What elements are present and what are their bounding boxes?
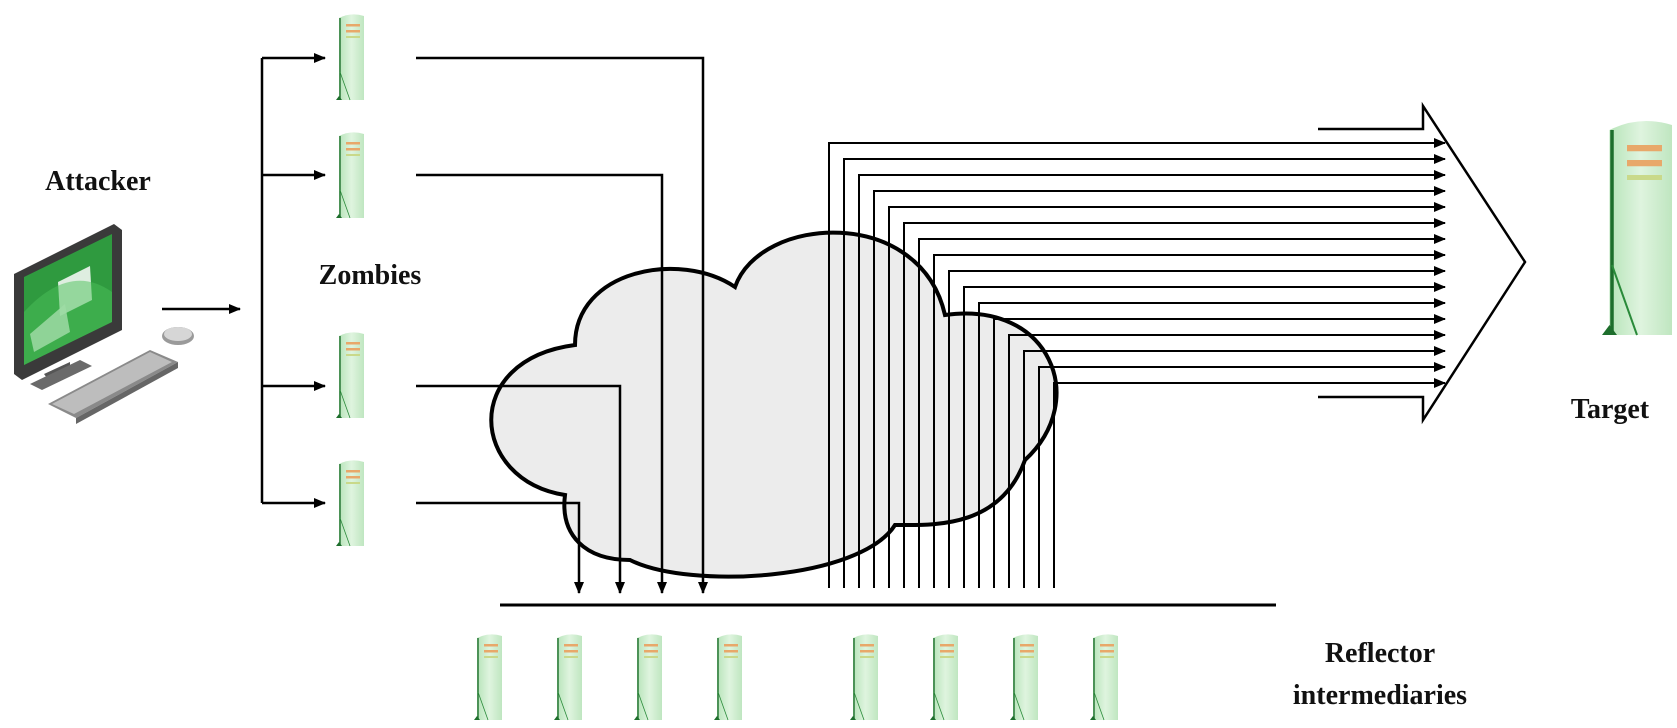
reflected-stream-line bbox=[1039, 367, 1445, 588]
reflector-server-icon bbox=[474, 634, 502, 720]
zombies-label: Zombies bbox=[319, 260, 422, 291]
spoofed-request-line bbox=[416, 503, 579, 593]
computer-icon bbox=[14, 224, 194, 424]
zombie-server-icon bbox=[336, 332, 364, 418]
cloud-icon bbox=[491, 233, 1056, 577]
amplified-flood-arrow bbox=[1318, 106, 1525, 420]
reflector-server-icon bbox=[634, 634, 662, 720]
reflected-stream-line bbox=[1024, 351, 1445, 588]
reflected-stream-line bbox=[994, 319, 1445, 588]
reflector-server-icon bbox=[1090, 634, 1118, 720]
reflected-stream-line bbox=[1054, 383, 1445, 588]
reflector-server-icon bbox=[1010, 634, 1038, 720]
zombie-server-icon bbox=[336, 460, 364, 546]
attacker-label: Attacker bbox=[45, 166, 151, 197]
reflector-server-icon bbox=[714, 634, 742, 720]
reflector-server-icon bbox=[850, 634, 878, 720]
reflector-label-line1: Reflector bbox=[1325, 638, 1435, 669]
reflector-server-icon bbox=[930, 634, 958, 720]
zombie-server-icon bbox=[336, 132, 364, 218]
reflected-stream-line bbox=[1009, 335, 1445, 588]
reflector-server-icon bbox=[554, 634, 582, 720]
reflector-label-line2: intermediaries bbox=[1293, 680, 1467, 711]
target-server-icon bbox=[1602, 121, 1672, 335]
zombie-server-icon bbox=[336, 14, 364, 100]
reflected-stream-line bbox=[979, 303, 1445, 588]
target-label: Target bbox=[1571, 394, 1650, 425]
